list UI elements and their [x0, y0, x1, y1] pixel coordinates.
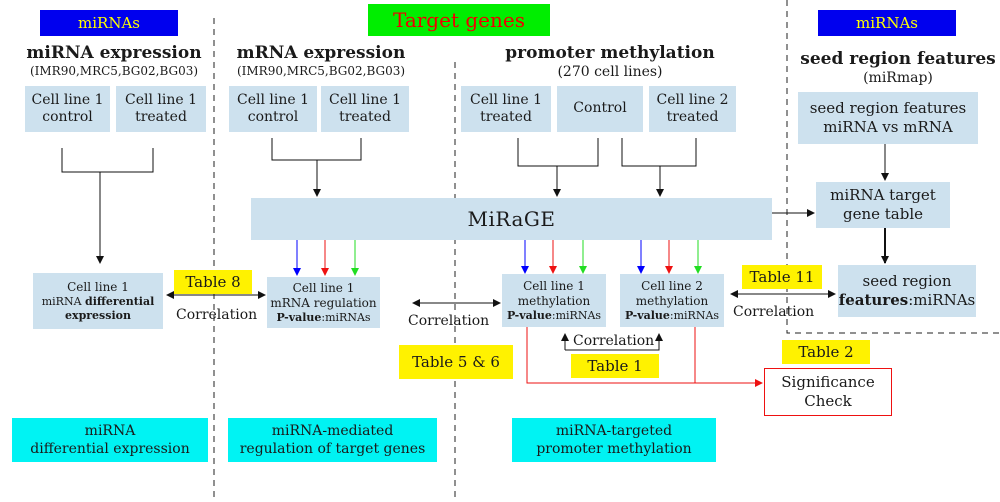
- mirna-cl1-control-box: Cell line 1 control: [25, 86, 110, 132]
- meth-control-box: Control: [557, 86, 643, 132]
- table-1-label: Table 1: [571, 354, 659, 378]
- colored-arrows: [293, 240, 702, 276]
- meth-cl2-treated-box: Cell line 2 treated: [649, 86, 736, 132]
- correlation-label-4: Correlation: [733, 304, 815, 320]
- table-5-6-label: Table 5 & 6: [399, 345, 513, 379]
- correlation-arrows: [166, 290, 836, 351]
- cl2-methylation-box: Cell line 2 methylation P-value:miRNAs: [620, 274, 724, 327]
- table-11-label: Table 11: [742, 265, 822, 289]
- table-8-label: Table 8: [174, 270, 252, 294]
- promoter-methylation-title: promoter methylation: [505, 43, 715, 63]
- table-2-label: Table 2: [782, 340, 870, 364]
- mirna-cl1-treated-box: Cell line 1 treated: [116, 86, 206, 132]
- mirna-expression-bracket: [61, 148, 154, 264]
- correlation-label-3: Correlation: [573, 333, 655, 349]
- significance-lines: [526, 326, 763, 387]
- seed-region-features-box: seed region features:miRNAs: [838, 265, 976, 317]
- correlation-label-2: Correlation: [408, 313, 490, 329]
- mrna-regulation-box: Cell line 1 mRNA regulation P-value:miRN…: [267, 277, 380, 328]
- significance-check-box: Significance Check: [764, 368, 892, 416]
- mirnas-banner-left: miRNAs: [40, 10, 178, 36]
- mirna-target-table-box: miRNA target gene table: [816, 182, 950, 228]
- mrna-cl1-treated-box: Cell line 1 treated: [321, 86, 409, 132]
- correlation-label-1: Correlation: [176, 307, 258, 323]
- seed-region-title: seed region features: [800, 49, 996, 69]
- seed-features-box: seed region features miRNA vs mRNA: [798, 92, 978, 144]
- target-genes-banner: Target genes: [368, 4, 550, 36]
- mrna-cl1-control-box: Cell line 1 control: [229, 86, 317, 132]
- mrna-expression-title: mRNA expression: [236, 43, 406, 63]
- column-dividers: [213, 0, 1000, 502]
- meth-cl1-treated-box: Cell line 1 treated: [461, 86, 551, 132]
- mirna-differential-expression-box: Cell line 1 miRNA differential expressio…: [33, 273, 163, 329]
- mirna-expression-subtitle: (IMR90,MRC5,BG02,BG03): [29, 64, 199, 78]
- mirage-box: MiRaGE: [251, 198, 772, 240]
- cl1-methylation-box: Cell line 1 methylation P-value:miRNAs: [502, 274, 606, 327]
- mrna-expression-subtitle: (IMR90,MRC5,BG02,BG03): [236, 64, 406, 78]
- mirna-expression-title: miRNA expression: [26, 43, 202, 63]
- seed-region-subtitle: (miRmap): [863, 70, 933, 86]
- mirnas-banner-right: miRNAs: [818, 10, 956, 36]
- mrna-expression-bracket: [271, 138, 362, 197]
- promoter-methylation-subtitle: (270 cell lines): [557, 64, 663, 80]
- methylation-brackets: [517, 138, 697, 197]
